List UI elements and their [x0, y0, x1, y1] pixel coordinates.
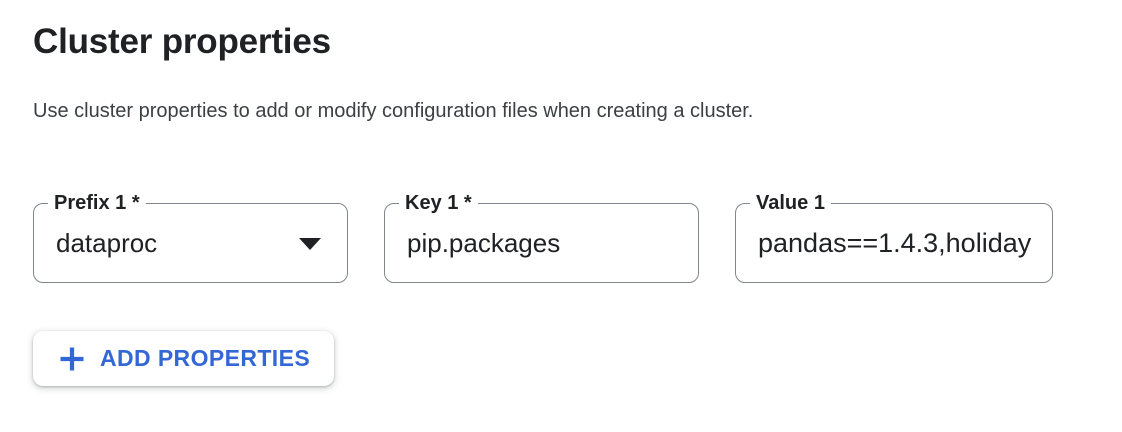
section-description: Use cluster properties to add or modify …	[33, 100, 754, 122]
prefix-selected-value: dataproc	[56, 227, 158, 258]
prefix-label: Prefix 1 *	[48, 192, 146, 214]
key-field-container: Key 1 *	[384, 192, 699, 283]
prefix-select[interactable]: Prefix 1 * dataproc	[33, 192, 348, 283]
caret-down-icon	[299, 238, 321, 250]
property-row-1: Prefix 1 * dataproc Key 1 * Value 1	[33, 192, 1053, 283]
value-field-container: Value 1	[735, 192, 1053, 283]
add-properties-button-label: ADD PROPERTIES	[100, 345, 311, 371]
key-input[interactable]	[385, 204, 698, 282]
page-title: Cluster properties	[33, 22, 331, 61]
value-input[interactable]	[736, 204, 1052, 282]
add-properties-button[interactable]: ADD PROPERTIES	[33, 331, 335, 386]
key-label: Key 1 *	[399, 192, 478, 214]
value-label: Value 1	[750, 192, 831, 214]
plus-icon	[60, 347, 84, 370]
